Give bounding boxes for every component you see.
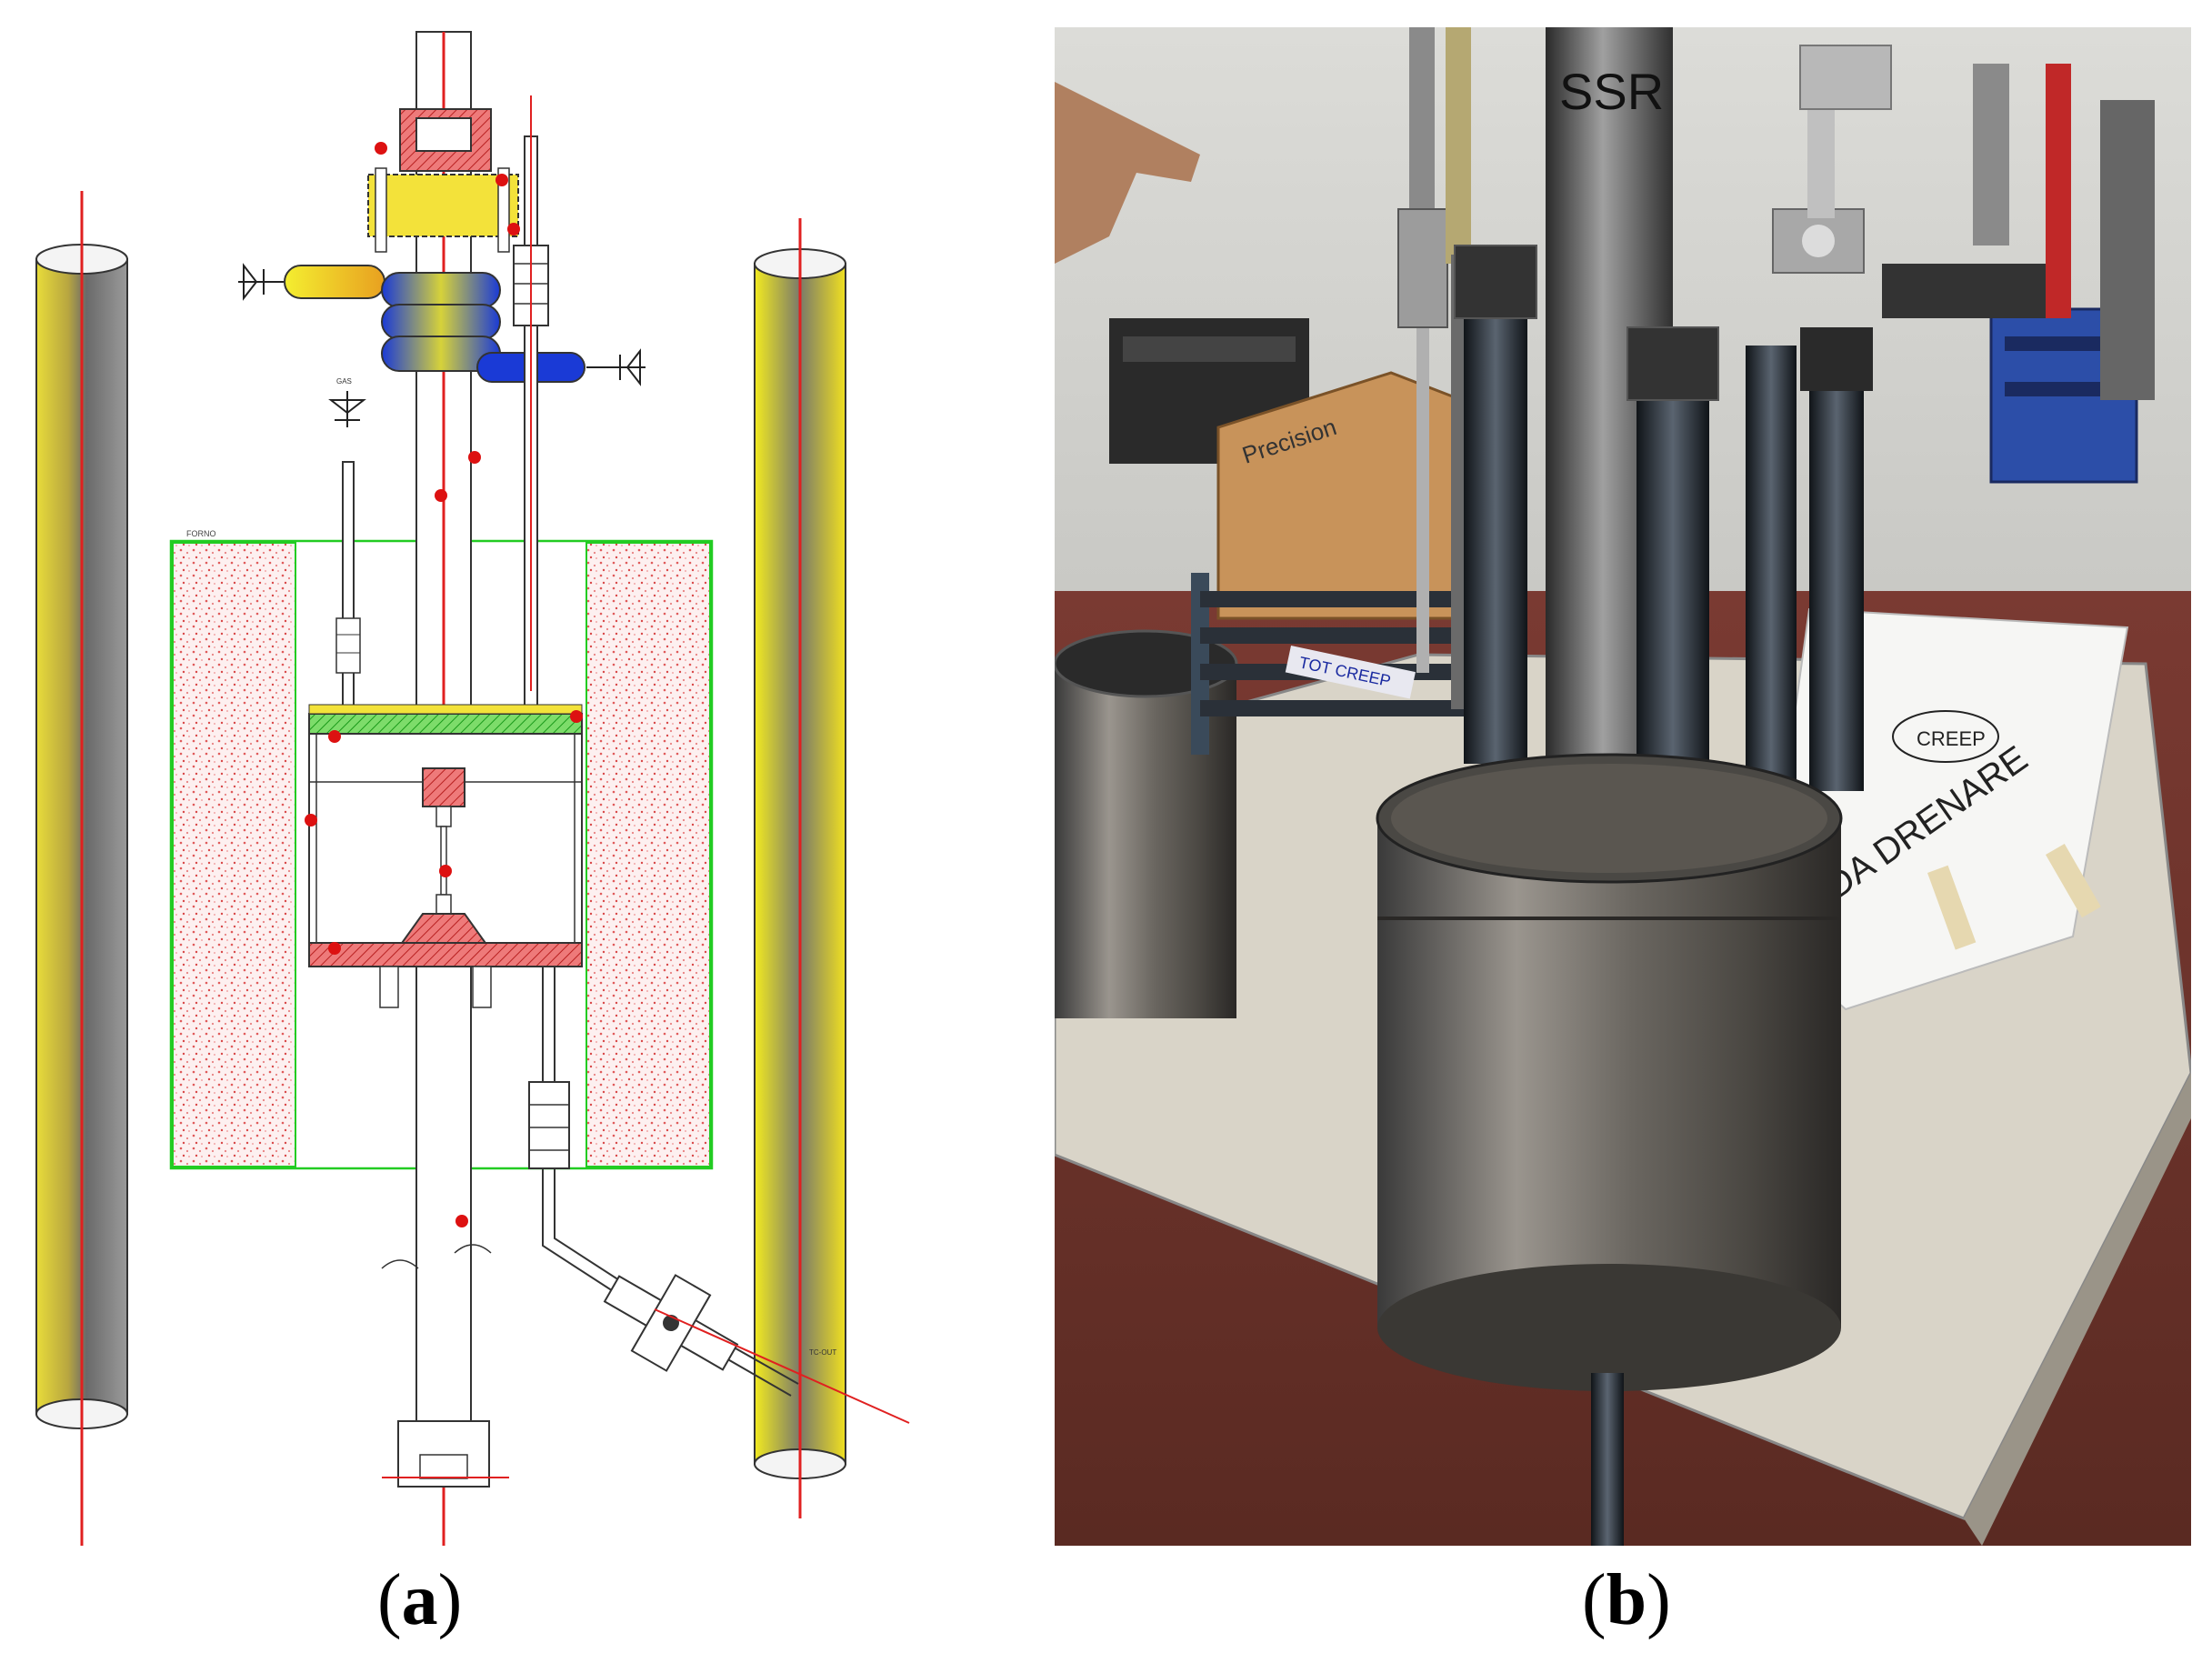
- measurement-points: [305, 142, 583, 1227]
- thermocouple-tube-left: [335, 461, 361, 708]
- panel-b-photo: Precision DA DRENARE CREEP TOT CREEP SSR: [1053, 27, 2193, 1546]
- bottom-rod: [1591, 1373, 1624, 1546]
- furnace: FORNO: [169, 529, 714, 1170]
- hand: [1055, 82, 1200, 264]
- apparatus-photo-svg: Precision DA DRENARE CREEP TOT CREEP SSR: [1053, 27, 2193, 1546]
- horizontal-fixture: TOT CREEP: [1191, 573, 1509, 755]
- caption-b-letter: b: [1606, 1560, 1647, 1640]
- valve-symbol-center: GAS: [328, 377, 366, 427]
- top-flange: [308, 704, 583, 735]
- caption-b: (b): [1582, 1560, 1671, 1640]
- heating-coil: [381, 272, 501, 372]
- specimen-upper-grip: [422, 767, 465, 827]
- pipe-marking: SSR: [1559, 63, 1664, 120]
- valve-symbol-left: [238, 263, 284, 301]
- specimen: [440, 826, 447, 896]
- caption-a-letter: a: [401, 1560, 438, 1640]
- lower-pull-rod: [379, 966, 509, 1488]
- gas-label: GAS: [336, 377, 352, 386]
- furnace-label: FORNO: [186, 529, 216, 538]
- thermocouple-tube-top: [513, 95, 549, 851]
- main-vessel: [1376, 753, 1843, 1391]
- technical-drawing-svg: FORNO GAS: [35, 31, 910, 1546]
- top-coupling: [367, 108, 519, 253]
- tc-label: TC-OUT: [809, 1348, 836, 1357]
- left-support-rod: [35, 191, 128, 1546]
- drain-line: TC-OUT: [528, 967, 910, 1424]
- right-support-rod: [754, 218, 846, 1518]
- gas-inlet-pipe: [284, 265, 385, 299]
- panel-a-drawing: FORNO GAS: [0, 0, 946, 1564]
- sheet-text-2: CREEP: [1917, 727, 1986, 750]
- instrument-tubes: [1397, 27, 1892, 791]
- valve-symbol-right: [586, 348, 646, 386]
- caption-a: (a): [377, 1560, 463, 1640]
- background-equipment: [1109, 64, 2155, 484]
- clothespins: [1927, 844, 2101, 950]
- bottom-plate: [308, 942, 583, 967]
